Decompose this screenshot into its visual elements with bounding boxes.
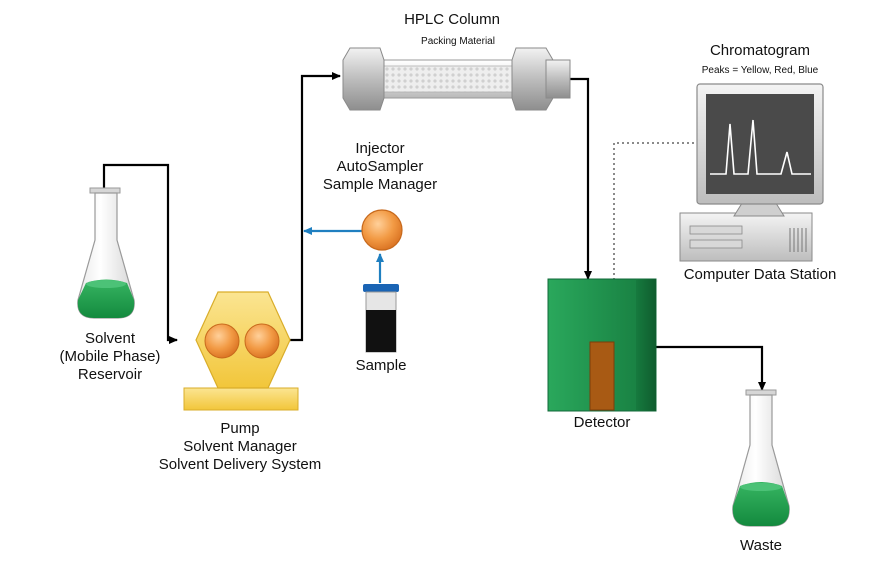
- injector-icon: [361, 209, 403, 251]
- chromatogram-subtitle: Peaks = Yellow, Red, Blue: [701, 65, 819, 76]
- injector-label: Injector AutoSampler Sample Manager: [280, 140, 480, 194]
- chromatogram-title: Chromatogram: [709, 42, 811, 59]
- injector-label-line-1: Injector: [355, 140, 405, 157]
- pump-label-line-3: Solvent Delivery System: [158, 456, 322, 473]
- solvent-label-line-3: Reservoir: [77, 366, 143, 383]
- waste-flask-icon: [732, 389, 790, 527]
- injector-label-line-2: AutoSampler: [336, 158, 424, 175]
- waste-label: Waste: [740, 537, 782, 554]
- flow-line-pump-to-column: [288, 72, 341, 342]
- solvent-reservoir-flask-icon: [77, 187, 135, 319]
- pump-label: Pump Solvent Manager Solvent Delivery Sy…: [140, 420, 340, 474]
- column-subtitle: Packing Material: [421, 36, 495, 47]
- computer-data-station-icon: [679, 83, 824, 262]
- injector-label-line-3: Sample Manager: [322, 176, 438, 193]
- pump-label-line-2: Solvent Manager: [183, 438, 297, 455]
- detector-label: Detector: [573, 414, 631, 431]
- detector-icon: [547, 278, 657, 412]
- solvent-label-line-2: (Mobile Phase): [59, 348, 161, 365]
- hplc-column-icon: [342, 47, 571, 111]
- pump-icon: [183, 291, 299, 411]
- solvent-reservoir-label: Solvent (Mobile Phase) Reservoir: [40, 330, 180, 384]
- computer-label: Computer Data Station: [683, 266, 837, 283]
- flow-line-column-to-detector: [570, 77, 592, 280]
- sample-vial-icon: [363, 284, 399, 353]
- sample-label: Sample: [355, 357, 407, 374]
- solvent-label-line-1: Solvent: [84, 330, 136, 347]
- column-title: HPLC Column: [404, 11, 500, 28]
- flow-line-detector-to-waste: [656, 345, 766, 391]
- signal-line-detector-to-computer: [613, 142, 696, 280]
- pump-label-line-1: Pump: [220, 420, 260, 437]
- chromatogram-peaks-trace: [710, 119, 811, 175]
